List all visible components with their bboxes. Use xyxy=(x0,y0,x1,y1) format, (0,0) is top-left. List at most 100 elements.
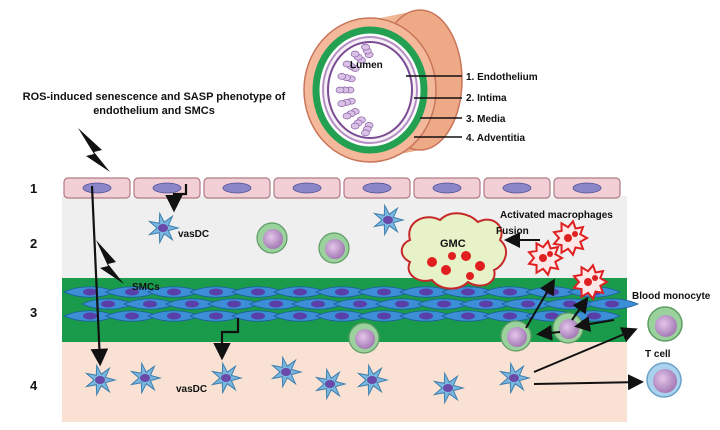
smc-nucleus xyxy=(167,312,181,320)
lumen-label: Lumen xyxy=(350,60,383,71)
smc-nucleus xyxy=(377,288,391,296)
monocyte-migration-arrow xyxy=(536,324,561,341)
figure-title: ROS-induced senescence and SASP phenotyp… xyxy=(22,91,286,117)
smc-nucleus xyxy=(209,312,223,320)
blood-monocyte xyxy=(647,306,683,342)
smc-nucleus xyxy=(521,300,535,308)
gmc-nucleus xyxy=(475,261,485,271)
layer-legend-endothelium: 1. Endothelium xyxy=(466,72,538,83)
media-ring xyxy=(312,26,428,154)
macrophage-granule xyxy=(564,234,572,242)
smc-nucleus xyxy=(353,300,367,308)
blood-monocyte-entry-arrow xyxy=(574,316,615,332)
dendritic-cell-nucleus xyxy=(140,374,150,382)
smcs-label: SMCs xyxy=(132,282,160,293)
macrophage-granule xyxy=(572,231,578,237)
endothelium-layer xyxy=(63,177,621,199)
macrophage-granule xyxy=(547,251,553,257)
dendritic-cell-nucleus xyxy=(221,374,231,382)
smc-nucleus xyxy=(563,300,577,308)
cobblestone-cell xyxy=(342,112,352,120)
gmc-nucleus xyxy=(466,272,474,280)
adventitia-layer xyxy=(62,342,627,422)
gmc-nucleus xyxy=(427,257,437,267)
cobblestone-cell xyxy=(361,43,370,51)
smc-nucleus xyxy=(83,312,97,320)
gmc-nucleus xyxy=(441,265,451,275)
endothelial-cobblestone-pattern xyxy=(335,43,374,137)
smc-nucleus xyxy=(143,300,157,308)
smc-nucleus xyxy=(377,312,391,320)
smc-nucleus xyxy=(419,312,433,320)
gmc-label: GMC xyxy=(440,238,466,250)
smc-nucleus xyxy=(395,300,409,308)
dendritic-cell-nucleus xyxy=(443,384,453,392)
monocyte-nucleus xyxy=(263,229,283,249)
smc-nucleus xyxy=(209,288,223,296)
smc-nucleus xyxy=(605,300,619,308)
giant-multinucleated-cell xyxy=(400,212,508,290)
layer-legend-intima: 2. Intima xyxy=(466,93,507,104)
smc-nucleus xyxy=(167,288,181,296)
smc-nucleus xyxy=(251,288,265,296)
dendritic-cell-nucleus xyxy=(281,368,291,376)
cobblestone-cell xyxy=(335,86,345,94)
cobblestone-cell xyxy=(361,129,370,137)
smc-nucleus xyxy=(461,288,475,296)
smc-nucleus xyxy=(335,288,349,296)
smc-nucleus xyxy=(185,300,199,308)
dendritic-cell-nucleus xyxy=(95,376,105,384)
endothelial-nucleus xyxy=(152,182,182,194)
gmc-nucleus xyxy=(448,252,456,260)
macrophage-granule xyxy=(592,275,598,281)
smc-nucleus xyxy=(125,312,139,320)
cobblestone-cell xyxy=(337,100,347,107)
smc-nucleus xyxy=(101,300,115,308)
layer-number-1: 1 xyxy=(30,181,38,196)
dendritic-cell-nucleus xyxy=(509,374,519,382)
macrophage-granule xyxy=(539,254,547,262)
lightning-bolt-icon xyxy=(78,128,110,172)
t-cell-recruitment-arrow xyxy=(533,374,644,391)
endothelial-nucleus xyxy=(292,182,322,194)
layer-legend-media: 3. Media xyxy=(466,114,506,125)
smc-nucleus xyxy=(125,288,139,296)
vessel-cross-section: Lumen xyxy=(303,9,463,163)
monocyte-nucleus xyxy=(325,239,345,259)
vasdc-label-intima: vasDC xyxy=(178,229,209,240)
monocyte-nucleus xyxy=(507,327,527,347)
endothelial-nucleus xyxy=(502,182,532,194)
smc-nucleus xyxy=(503,288,517,296)
monocytes xyxy=(256,222,584,354)
cobblestone-cell xyxy=(342,60,352,68)
layer-number-3: 3 xyxy=(30,305,38,320)
dendritic-cell-nucleus xyxy=(158,224,168,232)
layer-legend-adventitia: 4. Adventitia xyxy=(466,133,526,144)
blood-monocyte-label: Blood monocyte xyxy=(632,291,711,302)
endothelial-nucleus xyxy=(222,182,252,194)
endothelium-to-vasdc-arrow xyxy=(165,184,188,213)
smc-nucleus xyxy=(83,288,97,296)
activated-macrophages xyxy=(527,219,610,301)
ros-signal-arrows xyxy=(90,184,240,367)
smc-nucleus xyxy=(461,312,475,320)
smooth-muscle-cells xyxy=(63,286,639,322)
smc-nucleus xyxy=(479,300,493,308)
smc-nucleus xyxy=(335,312,349,320)
vessel-layer-legend xyxy=(406,75,462,138)
endothelial-nucleus xyxy=(432,182,462,194)
smc-nucleus xyxy=(269,300,283,308)
smc-nucleus xyxy=(545,312,559,320)
endothelial-nucleus xyxy=(572,182,602,194)
smc-nucleus xyxy=(227,300,241,308)
blood-monocyte-nucleus xyxy=(655,315,677,337)
monocyte-to-macrophage-arrow xyxy=(525,278,556,329)
gmc-nucleus xyxy=(461,251,471,261)
dendritic-cell-nucleus xyxy=(325,380,335,388)
vasdc-label-adventitia: vasDC xyxy=(176,384,207,395)
smc-nucleus xyxy=(419,288,433,296)
activated-macrophages-label: Activated macrophages xyxy=(500,210,613,221)
t-cell xyxy=(646,362,682,398)
monocyte-nucleus xyxy=(355,329,375,349)
